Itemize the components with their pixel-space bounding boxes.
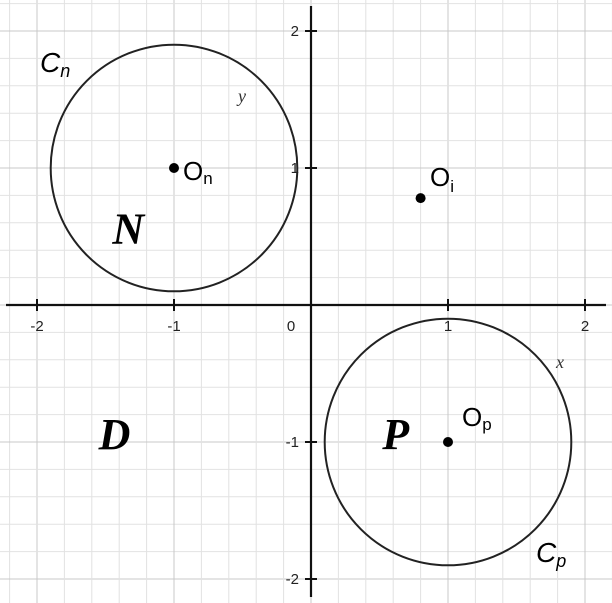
point-oi <box>415 193 426 204</box>
axes <box>6 6 606 597</box>
region-d-label: D <box>98 410 131 459</box>
x-tick-label: -1 <box>167 318 180 335</box>
tick-labels: -2 -1 0 1 2 2 1 -1 -2 <box>30 23 589 588</box>
circle-cp-label: Cp <box>536 537 566 571</box>
x-tick-label: 0 <box>287 318 295 335</box>
point-op-label: Op <box>462 402 492 434</box>
circle-cp <box>323 317 573 567</box>
x-axis-label: x <box>555 352 564 372</box>
y-tick-label: 1 <box>291 160 299 177</box>
point-on <box>169 163 179 173</box>
point-on-label: On <box>183 156 213 188</box>
x-tick-label: 1 <box>444 318 452 335</box>
x-tick-label: 2 <box>581 318 589 335</box>
x-tick-label: -2 <box>30 318 43 335</box>
point-op <box>443 437 453 447</box>
region-n-label: N <box>111 205 146 254</box>
region-p-label: P <box>381 410 410 459</box>
circle-cn-label: Cn <box>40 47 70 81</box>
point-oi-label: Oi <box>430 162 454 196</box>
y-tick-label: -2 <box>286 571 299 588</box>
circle-cn <box>49 43 299 293</box>
y-tick-label: 2 <box>291 23 299 40</box>
y-axis-label: y <box>236 86 246 106</box>
tick-marks <box>36 30 586 580</box>
y-tick-label: -1 <box>286 434 299 451</box>
